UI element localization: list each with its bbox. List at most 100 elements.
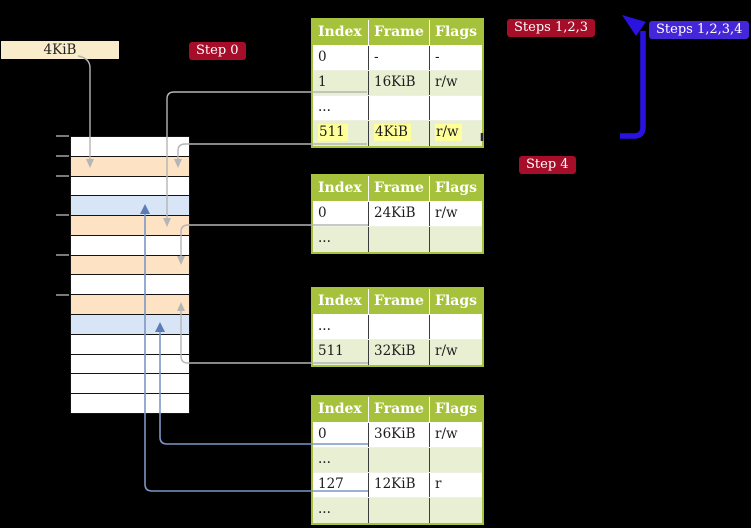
table-cell: r/w [430,423,482,447]
column-header: Index [313,176,369,201]
column-header: Frame [369,176,430,201]
table-row: 127 12KiB r [313,473,482,498]
table-row: ... [313,448,482,473]
badge-steps-1-2-3-4: Steps 1,2,3,4 [649,21,750,39]
cell-value: 0 [318,205,327,221]
cell-value: ... [318,230,331,246]
column-header: Frame [369,397,430,422]
table-row: 1 16KiB r/w [313,71,482,96]
column-header: Flags [435,180,477,196]
frame-size-label: 4KiB [1,41,119,59]
table-row: ... [313,498,482,523]
cell-value: r/w [435,426,458,442]
table-cell: 24KiB [369,202,430,226]
cell-value: 36KiB [374,426,416,442]
table-cell [430,448,482,472]
badge-step-0: Step 0 [189,42,246,60]
table-cell [430,315,482,339]
cell-value: - [374,49,379,65]
cell-value: 0 [318,49,327,65]
column-header: Frame [369,289,430,314]
cell-value: r [435,476,442,492]
table-cell: ... [313,227,369,252]
cell-value: 12KiB [374,476,416,492]
table-cell: r/w [430,340,482,365]
table-cell [369,227,430,252]
table-cell: r [430,473,482,497]
table-row: ... [313,315,482,340]
memory-tick [56,175,69,177]
memory-frame-row-3 [71,196,189,217]
table-cell: - [430,46,482,70]
cell-value: r/w [435,74,458,90]
column-header: Flags [435,401,477,417]
table-cell: r/w [430,202,482,226]
cell-value: ... [318,501,331,517]
table-cell [430,96,482,120]
table-cell: ... [313,96,369,120]
table-row: 0 - - [313,46,482,71]
cell-value: 511 [318,343,344,359]
table-cell: 127 [313,473,369,497]
cell-value: 4KiB [374,124,411,141]
cell-value: r/w [435,124,462,141]
cell-value: 0 [318,426,327,442]
table-cell: ... [313,315,369,339]
column-header: Flags [435,24,477,40]
table-cell: ... [313,448,369,472]
table-cell [430,227,482,252]
table-cell: 511 [313,121,369,146]
table-cell: 0 [313,46,369,70]
table-row: 0 24KiB r/w [313,202,482,227]
badge-step-4: Step 4 [519,156,576,174]
table-row: ... [313,227,482,252]
memory-tick [56,135,69,137]
table-cell: 32KiB [369,340,430,365]
memory-tick [56,294,69,296]
memory-tick [56,155,69,157]
column-header: Flags [435,293,477,309]
cell-value: ... [318,451,331,467]
table-cell: 1 [313,71,369,95]
cell-value: - [435,49,440,65]
table-cell: 12KiB [369,473,430,497]
table-cell: 0 [313,202,369,226]
table-cell: 511 [313,340,369,365]
table-cell: r/w [430,121,482,146]
memory-frame-row-1 [71,156,189,177]
table-cell [369,498,430,523]
cell-value: r/w [435,205,458,221]
table-cell [369,315,430,339]
memory-frame-row-2 [71,176,189,197]
table-row: ... [313,96,482,121]
cell-value: 1 [318,74,327,90]
table-cell: r/w [430,71,482,95]
memory-tick [56,254,69,256]
memory-tick [56,214,69,216]
table-cell [369,448,430,472]
cell-value: r/w [435,343,458,359]
memory-frame-row-0 [71,137,189,157]
column-header: Index [313,20,369,45]
cell-value: 16KiB [374,74,416,90]
cell-value: 24KiB [374,205,416,221]
table-cell: - [369,46,430,70]
table-cell: 4KiB [369,121,430,146]
badge-steps-1-2-3: Steps 1,2,3 [507,19,596,37]
table-cell: 36KiB [369,423,430,447]
cell-value: 127 [318,476,344,492]
column-header: Frame [369,20,430,45]
cell-value: ... [318,318,331,334]
table-cell [430,498,482,523]
cell-value: 511 [318,124,348,141]
